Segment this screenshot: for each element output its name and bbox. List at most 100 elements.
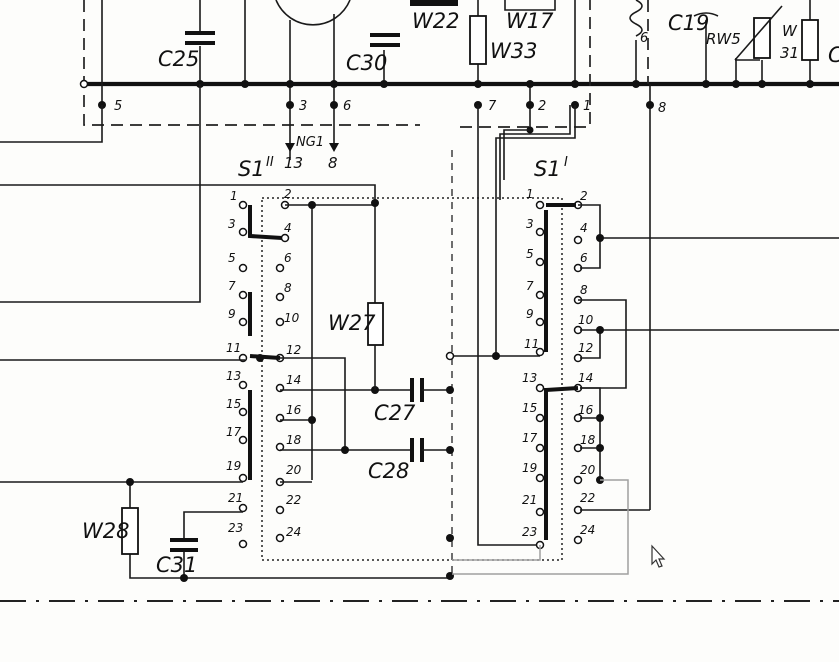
s1-ii-even-pins [275,200,290,543]
wire [280,357,412,451]
c19-capacitor [693,12,719,17]
svg-text:4: 4 [284,221,292,235]
grey-jumper-wire [452,479,629,575]
svg-text:16: 16 [286,403,302,417]
s1-i-odd-pins [535,200,545,550]
label-s1-right: S1 [534,157,561,181]
label-w27: W27 [328,311,376,335]
w33-resistor [469,15,487,65]
rw5-resistor [753,17,771,59]
wire-ground [129,554,450,579]
svg-text:12: 12 [286,343,301,357]
wire [477,105,538,546]
switch-dotted-enclosure [261,197,563,561]
svg-text:22: 22 [286,493,301,507]
label-edge-c: C [828,43,839,67]
svg-text:24: 24 [580,523,595,537]
w31-resistor [801,19,819,61]
svg-text:7: 7 [228,279,236,293]
label-w: W [782,22,798,40]
svg-text:6: 6 [580,251,588,265]
wire [580,329,601,359]
w22-resistor [410,0,458,6]
inductor-6 [629,0,643,37]
wire [495,105,576,356]
bus-junctions [79,79,814,89]
terminal-label-2: 2 [538,99,546,114]
wire [503,129,530,180]
arrow-8 [329,143,339,152]
label-w31: 31 [780,44,799,62]
svg-text:13: 13 [226,369,241,383]
arrow-ng1 [285,143,295,152]
label-c31: C31 [156,553,197,577]
svg-text:21: 21 [522,493,537,507]
label-w28: W28 [82,519,130,543]
svg-text:8: 8 [284,281,292,295]
label-c25: C25 [158,47,199,71]
s1-i-contact-4 [545,386,579,392]
wire [578,299,627,389]
svg-text:1: 1 [230,189,238,203]
label-inductor-6: 6 [640,31,648,46]
label-ng1: NG1 [296,135,324,150]
svg-text:6: 6 [284,251,292,265]
svg-text:22: 22 [580,491,595,505]
svg-text:18: 18 [286,433,302,447]
svg-text:2: 2 [580,189,588,203]
label-w33: W33 [490,39,538,63]
svg-text:10: 10 [284,311,300,325]
svg-text:11: 11 [226,341,241,355]
svg-text:9: 9 [228,307,236,321]
wire-left-in-2 [0,84,201,303]
w17-resistor [504,0,556,11]
svg-text:3: 3 [526,217,534,231]
w28-resistor [121,507,139,555]
svg-text:23: 23 [522,525,537,539]
svg-text:5: 5 [228,251,236,265]
terminal-label-8: 8 [658,101,666,116]
svg-text:1: 1 [526,187,534,201]
terminal-label-7: 7 [488,99,497,114]
svg-text:11: 11 [524,337,539,351]
svg-text:21: 21 [228,491,243,505]
svg-text:3: 3 [228,217,236,231]
svg-text:14: 14 [286,373,301,387]
label-s1-left-sup: II [266,155,274,170]
terminal-label-1: 1 [583,99,591,114]
rw5-arrow [734,5,783,61]
svg-text:2: 2 [284,187,292,201]
svg-text:14: 14 [578,371,593,385]
label-c19: C19 [668,11,709,35]
label-c27: C27 [374,401,416,425]
top-section: 5 3 6 7 2 1 8 C25 C30 W22 W17 W33 6 C19 … [0,0,839,510]
svg-text:4: 4 [580,221,588,235]
svg-text:8: 8 [580,283,588,297]
label-s1-right-sup: I [564,155,568,170]
label-to-8: 8 [328,154,338,172]
tube-envelope [275,0,351,26]
label-to-13: 13 [284,154,303,172]
svg-text:18: 18 [580,433,596,447]
svg-text:19: 19 [522,461,537,475]
svg-text:7: 7 [526,279,534,293]
svg-text:19: 19 [226,459,241,473]
svg-text:16: 16 [578,403,594,417]
enclosure-left-dashed [83,0,420,126]
enclosure-right-dashed [460,0,591,128]
svg-text:17: 17 [522,431,538,445]
s1-ii-contact-1 [248,205,283,240]
terminal-label-5: 5 [114,99,122,114]
svg-text:15: 15 [522,401,537,415]
svg-text:23: 23 [228,521,243,535]
grey-jumper-wire-2 [452,545,541,561]
label-s1-left: S1 [238,157,265,181]
wire [499,105,571,200]
label-w22: W22 [412,9,460,33]
s1-ii-contact-3 [249,354,281,360]
svg-text:13: 13 [522,371,537,385]
mouse-cursor-icon [651,544,666,568]
terminal-label-6: 6 [343,99,351,114]
